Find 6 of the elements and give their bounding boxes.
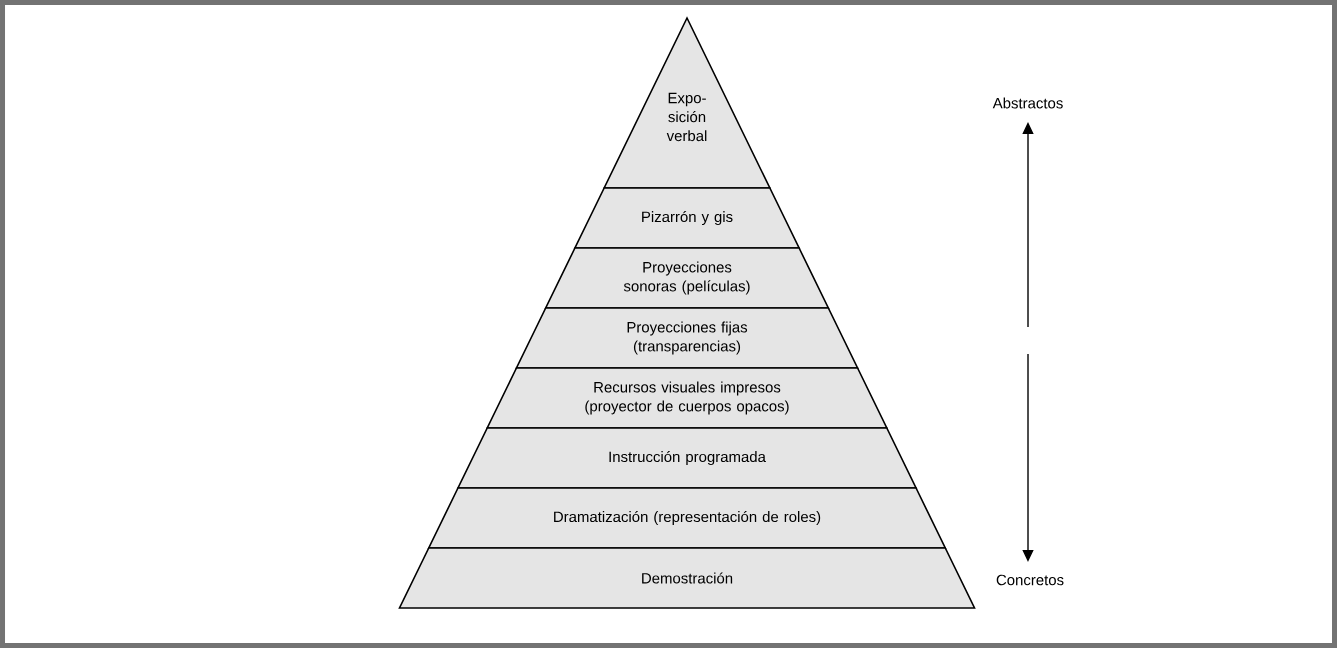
pyramid-level: Proyecciones fijas (transparencias) <box>515 307 859 369</box>
scale-label: Concretos <box>996 574 1064 586</box>
pyramid-level: Proyecciones sonoras (películas) <box>544 247 830 309</box>
pyramid-level: Dramatización (representación de roles) <box>427 487 947 549</box>
pyramid-level: Demostración <box>398 547 976 609</box>
scale-label: Abstractos <box>992 97 1063 109</box>
